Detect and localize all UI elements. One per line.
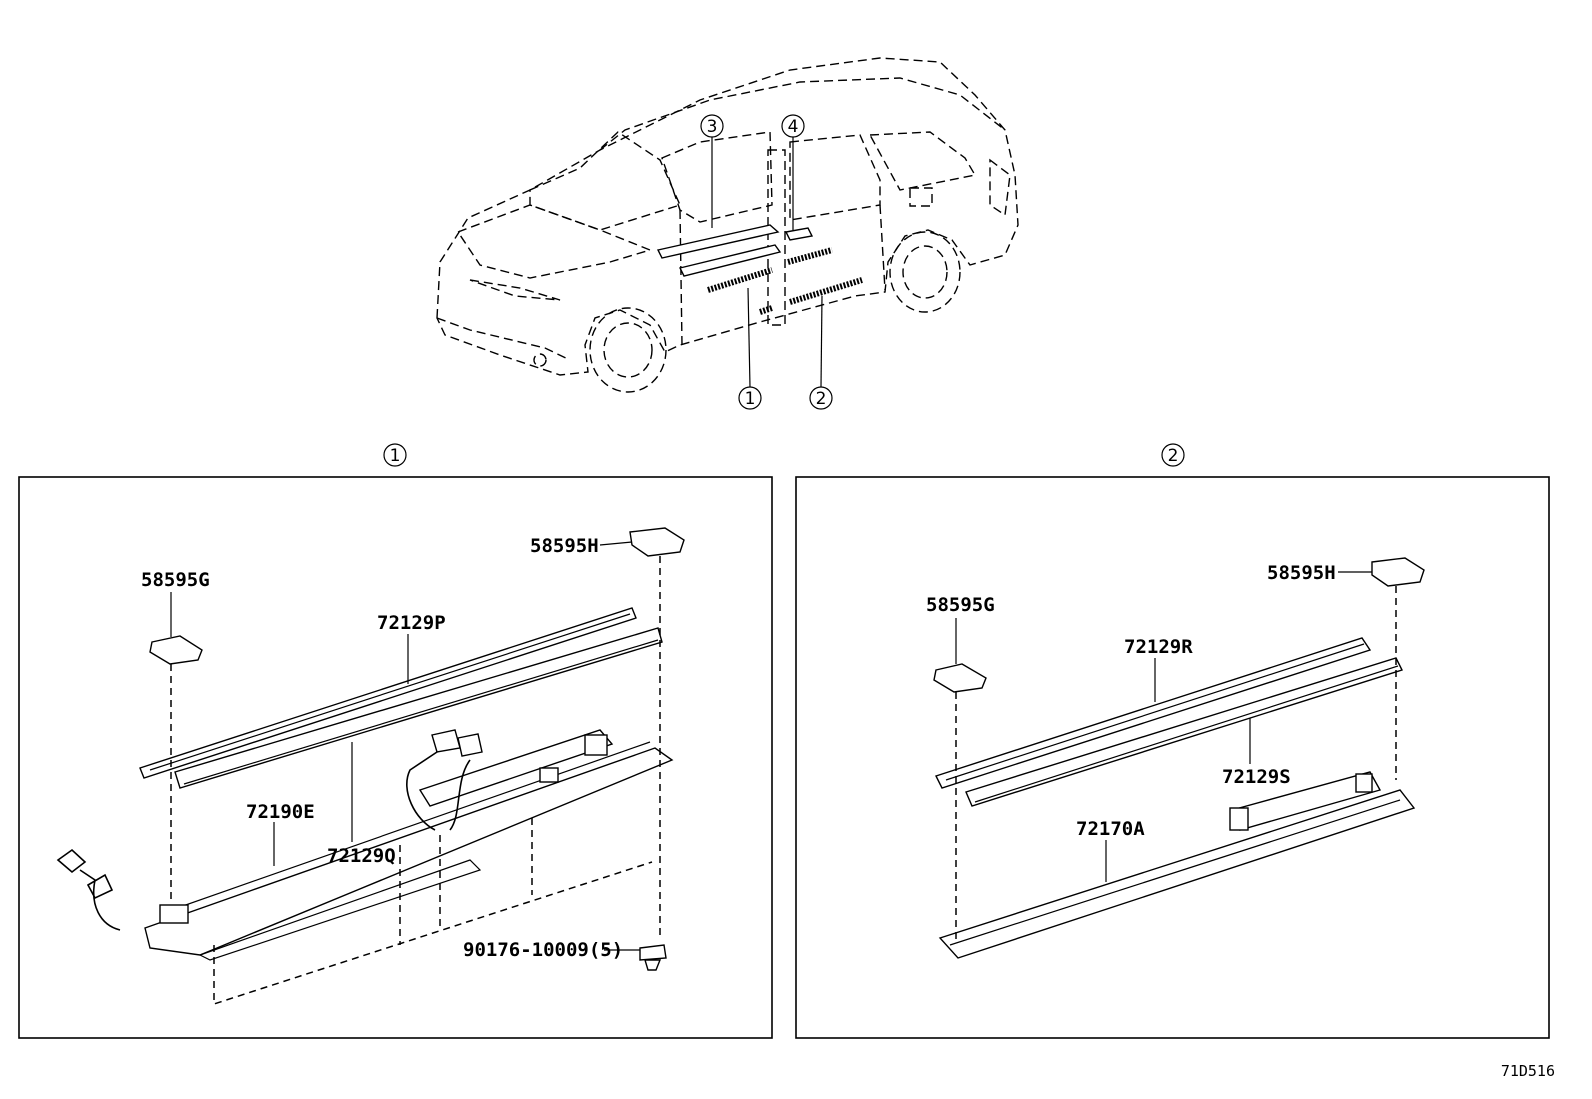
clip-58595G-right xyxy=(933,663,987,693)
svg-text:2: 2 xyxy=(816,389,827,409)
clip-58595G-left xyxy=(149,635,203,665)
svg-text:1: 1 xyxy=(745,389,756,409)
panel-1-parts xyxy=(56,527,685,1006)
clip-58595H-right xyxy=(1371,557,1425,587)
clip-90176 xyxy=(639,944,667,961)
label-58595G-left: 58595G xyxy=(141,569,210,591)
label-90176: 90176-10009(5) xyxy=(463,939,623,961)
label-58595H-right: 58595H xyxy=(1267,562,1336,584)
svg-text:4: 4 xyxy=(788,117,799,137)
car-callout-3: 3 xyxy=(700,114,724,228)
svg-text:1: 1 xyxy=(390,446,401,466)
label-58595H-left: 58595H xyxy=(530,535,599,557)
label-72129P: 72129P xyxy=(377,612,446,634)
trim-72129S xyxy=(965,657,1403,807)
scuff-plate-72190E xyxy=(144,747,674,956)
svg-text:3: 3 xyxy=(707,117,718,137)
panel-2-frame xyxy=(795,476,1550,1039)
label-72170A: 72170A xyxy=(1076,818,1145,840)
rail-72170A xyxy=(938,789,1416,959)
trim-72129Q xyxy=(174,627,663,789)
car-callout-2: 2 xyxy=(809,295,833,410)
clip-58595H-left xyxy=(629,527,685,557)
vehicle-illustration xyxy=(436,57,1019,393)
panel-1-callout: 1 xyxy=(383,443,407,467)
panel-2-callout: 2 xyxy=(1161,443,1185,467)
car-callout-1: 1 xyxy=(738,287,762,410)
label-72129R: 72129R xyxy=(1124,636,1193,658)
car-callout-4: 4 xyxy=(781,114,805,230)
panel-2-parts xyxy=(933,557,1425,959)
svg-text:2: 2 xyxy=(1168,446,1179,466)
label-72190E: 72190E xyxy=(246,801,315,823)
panel-1-frame xyxy=(18,476,773,1039)
label-72129S: 72129S xyxy=(1222,766,1291,788)
label-58595G-right: 58595G xyxy=(926,594,995,616)
diagram-code: 71D516 xyxy=(1501,1062,1555,1080)
label-72129Q: 72129Q xyxy=(327,845,396,867)
